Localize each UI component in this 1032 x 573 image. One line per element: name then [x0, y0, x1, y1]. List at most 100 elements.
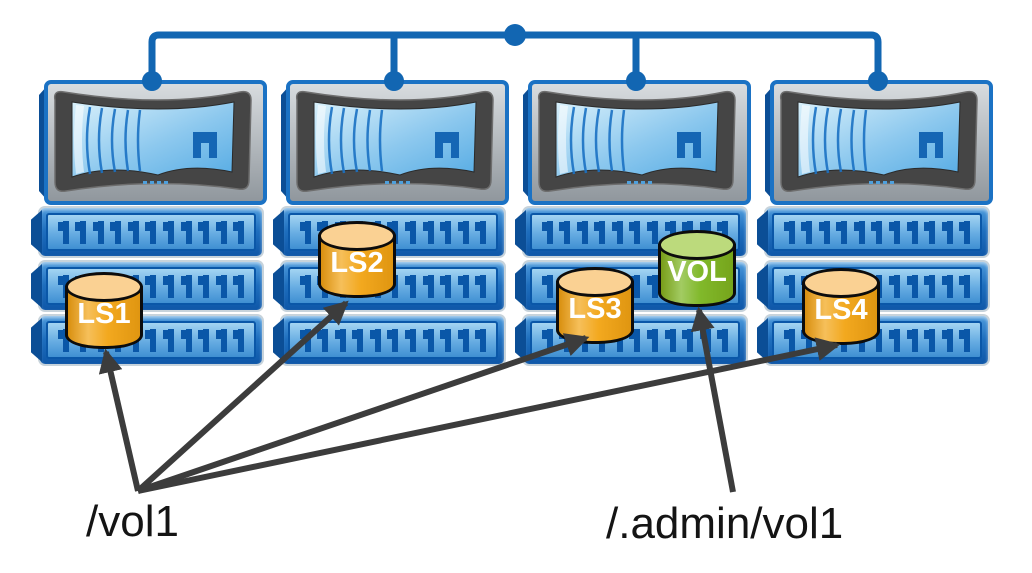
volume-cylinder-LS1: LS1: [65, 272, 143, 354]
screen-highlight: [316, 105, 326, 174]
disk-slot: [180, 220, 192, 244]
disk-slot: [387, 328, 399, 352]
disk-slot: [198, 328, 210, 352]
disk-slot: [457, 328, 469, 352]
netapp-controller-icon: [765, 80, 993, 205]
disk-slot: [559, 220, 571, 244]
screen-stripes: [85, 106, 142, 175]
disk-slot: [145, 274, 157, 298]
netapp-controller-icon: [523, 80, 751, 205]
volume-cylinder-LS4: LS4: [802, 268, 880, 350]
controller-status-leds: [385, 181, 410, 184]
disk-slot: [853, 220, 865, 244]
disk-slot: [352, 328, 364, 352]
disk-slot: [457, 220, 469, 244]
disk-slot: [145, 328, 157, 352]
disk-shelf: [282, 316, 504, 364]
disk-slot: [541, 220, 553, 244]
disk-slot: [682, 328, 694, 352]
disk-slot: [941, 328, 953, 352]
screen-stripes: [327, 106, 384, 175]
disk-slot: [198, 220, 210, 244]
disk-slot: [647, 328, 659, 352]
disk-slot: [647, 274, 659, 298]
arrow-/vol1-to-LS1: [98, 348, 141, 492]
disk-slot: [163, 274, 175, 298]
screen-highlight: [558, 105, 568, 174]
disk-slot: [959, 328, 971, 352]
disk-slot: [92, 220, 104, 244]
disk-slot: [475, 220, 487, 244]
disk-slot: [180, 274, 192, 298]
controller-status-leds: [143, 181, 168, 184]
disk-slot: [422, 328, 434, 352]
disk-slot: [110, 220, 122, 244]
disk-slot: [924, 220, 936, 244]
disk-slot: [836, 220, 848, 244]
disk-slot: [127, 220, 139, 244]
disk-slot: [180, 328, 192, 352]
volume-cylinder-VOL: VOL: [658, 230, 736, 312]
volume-cylinder-top: [65, 272, 143, 302]
disk-shelf-slots: [288, 321, 498, 359]
disk-slot: [906, 328, 918, 352]
disk-slot: [629, 220, 641, 244]
disk-slot: [145, 220, 157, 244]
disk-slot: [783, 274, 795, 298]
interconnect-hub-dot: [504, 24, 526, 46]
disk-slot: [405, 220, 417, 244]
disk-slot: [889, 328, 901, 352]
disk-slot: [629, 328, 641, 352]
disk-slot: [818, 220, 830, 244]
netapp-logo-icon: [919, 132, 943, 158]
volume-cylinder-LS3: LS3: [556, 267, 634, 349]
screen-highlight: [800, 105, 810, 174]
disk-slot: [717, 328, 729, 352]
disk-slot: [299, 328, 311, 352]
controller-status-leds: [869, 181, 894, 184]
screen-stripes: [569, 106, 626, 175]
disk-slot: [57, 328, 69, 352]
netapp-controller-icon: [281, 80, 509, 205]
disk-slot: [440, 220, 452, 244]
netapp-logo-icon: [435, 132, 459, 158]
disk-slot: [889, 274, 901, 298]
disk-slot: [959, 274, 971, 298]
disk-slot: [163, 328, 175, 352]
disk-slot: [75, 220, 87, 244]
disk-slot: [299, 220, 311, 244]
disk-slot: [906, 220, 918, 244]
disk-slot: [233, 274, 245, 298]
disk-slot: [299, 274, 311, 298]
controller-status-leds: [627, 181, 652, 184]
disk-slot: [783, 328, 795, 352]
volume-cylinder-top: [802, 268, 880, 298]
disk-slot: [924, 328, 936, 352]
volume-cylinder-body: [318, 235, 396, 298]
volume-label: LS1: [77, 298, 131, 330]
disk-slot: [233, 328, 245, 352]
interconnect-bus-line: [148, 31, 882, 81]
disk-slot: [369, 328, 381, 352]
volume-label: LS4: [814, 294, 868, 326]
disk-slot: [783, 220, 795, 244]
disk-slot: [647, 220, 659, 244]
disk-shelf: [40, 208, 262, 256]
disk-slot: [422, 220, 434, 244]
disk-slot: [334, 328, 346, 352]
disk-slot: [440, 274, 452, 298]
disk-slot: [611, 220, 623, 244]
disk-slot: [959, 220, 971, 244]
disk-slot: [198, 274, 210, 298]
disk-slot: [594, 220, 606, 244]
disk-slot: [57, 220, 69, 244]
disk-slot: [717, 220, 729, 244]
volume-cylinder-top: [318, 221, 396, 251]
disk-slot: [215, 220, 227, 244]
disk-slot: [576, 220, 588, 244]
screen-stripes: [811, 106, 868, 175]
disk-slot: [387, 220, 399, 244]
disk-slot: [163, 220, 175, 244]
disk-slot: [629, 274, 641, 298]
